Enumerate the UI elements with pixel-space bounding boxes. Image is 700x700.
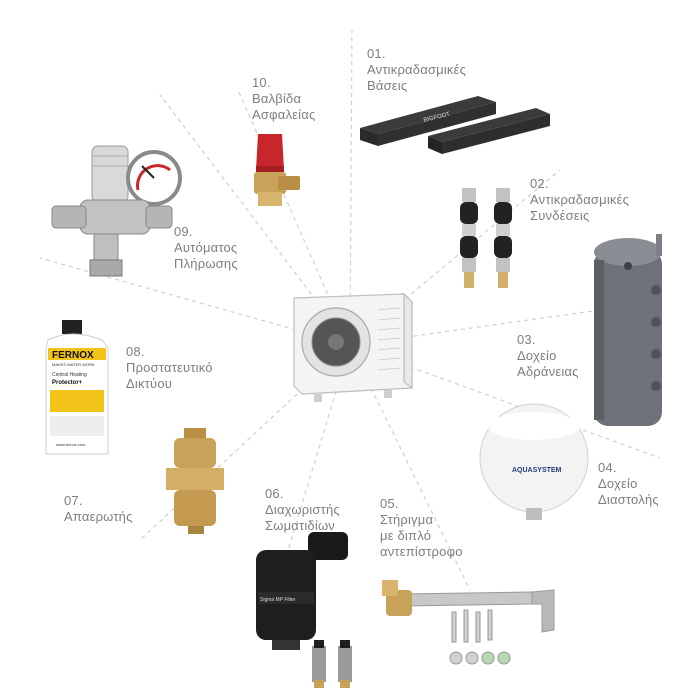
anti-vibration-feet-image: BIGFOOT bbox=[358, 88, 550, 158]
guide-line-02 bbox=[349, 169, 561, 346]
fernox-tagline: MAKES WATER WORK bbox=[52, 362, 95, 367]
label-07-air-separator: 07. Απαερωτής bbox=[64, 493, 133, 525]
label-07-number: 07. bbox=[64, 493, 83, 508]
label-07-text: Απαερωτής bbox=[64, 509, 133, 524]
air-separator-image bbox=[164, 428, 230, 534]
label-02-number: 02. bbox=[530, 176, 549, 191]
label-04-expansion-vessel: 04. Δοχείο Διαστολής bbox=[598, 460, 659, 508]
label-03-text: Δοχείο Αδράνειας bbox=[517, 348, 579, 379]
aquasystem-logo: AQUASYSTEM bbox=[512, 467, 562, 474]
guide-line-08 bbox=[39, 257, 351, 346]
label-08-number: 08. bbox=[126, 344, 145, 359]
fernox-web: www.fernox.com bbox=[56, 442, 86, 447]
label-08-network-protector: 08. Προστατευτικό Δικτύου bbox=[126, 344, 213, 392]
guide-line-06 bbox=[269, 344, 351, 611]
label-01-number: 01. bbox=[367, 46, 386, 61]
label-08-text: Προστατευτικό Δικτύου bbox=[126, 360, 213, 391]
label-05-number: 05. bbox=[380, 496, 399, 511]
label-10-safety-valve: 10. Βαλβίδα Ασφαλείας bbox=[252, 75, 315, 123]
heat-pump-unit-image bbox=[284, 290, 418, 408]
label-06-particle-separator: 06. Διαχωριστής Σωματιδίων bbox=[265, 486, 340, 534]
automatic-fill-valve-image bbox=[50, 140, 190, 280]
label-10-text: Βαλβίδα Ασφαλείας bbox=[252, 91, 316, 122]
label-04-number: 04. bbox=[598, 460, 617, 475]
buffer-tank-image bbox=[590, 230, 670, 430]
label-05-bracket-check-valve: 05. Στήριγμα με διπλό αντεπίστροφο bbox=[380, 496, 463, 560]
fernox-brand: FERNOX bbox=[52, 350, 94, 361]
label-09-text: Αυτόματος Πλήρωσης bbox=[174, 240, 238, 271]
guide-line-05 bbox=[349, 344, 471, 591]
label-06-text: Διαχωριστής Σωματιδίων bbox=[265, 502, 340, 533]
anti-vibration-connectors-image bbox=[454, 186, 522, 290]
safety-valve-image bbox=[248, 130, 304, 208]
label-09-number: 09. bbox=[174, 224, 193, 239]
label-01-text: Αντικραδασμικές Βάσεις bbox=[367, 62, 467, 93]
fernox-line2: Protector+ bbox=[52, 380, 83, 386]
label-03-number: 03. bbox=[517, 332, 536, 347]
label-02-anti-vibration-connectors: 02. Αντικραδασμικές Συνδέσεις bbox=[530, 176, 629, 224]
label-05-text: Στήριγμα με διπλό αντεπίστροφο bbox=[380, 512, 463, 559]
guide-line-04 bbox=[349, 344, 661, 459]
fernox-line1: Central Heating bbox=[52, 372, 87, 378]
label-03-buffer-tank: 03. Δοχείο Αδράνειας bbox=[517, 332, 579, 380]
particle-separator-image: Sigma MP Filter bbox=[252, 530, 362, 690]
guide-line-10 bbox=[237, 89, 351, 346]
fernox-protector-bottle-image: FERNOX MAKES WATER WORK Central Heating … bbox=[42, 318, 114, 458]
filter-label: Sigma MP Filter bbox=[260, 597, 296, 603]
label-02-text: Αντικραδασμικές Συνδέσεις bbox=[530, 192, 630, 223]
label-06-number: 06. bbox=[265, 486, 284, 501]
label-01-anti-vibration-feet: 01. Αντικραδασμικές Βάσεις bbox=[367, 46, 466, 94]
expansion-vessel-image: AQUASYSTEM bbox=[478, 398, 590, 526]
bracket-with-check-valve-image bbox=[382, 572, 564, 676]
label-09-automatic-filling: 09. Αυτόματος Πλήρωσης bbox=[174, 224, 238, 272]
label-04-text: Δοχείο Διαστολής bbox=[598, 476, 659, 507]
label-10-number: 10. bbox=[252, 75, 271, 90]
